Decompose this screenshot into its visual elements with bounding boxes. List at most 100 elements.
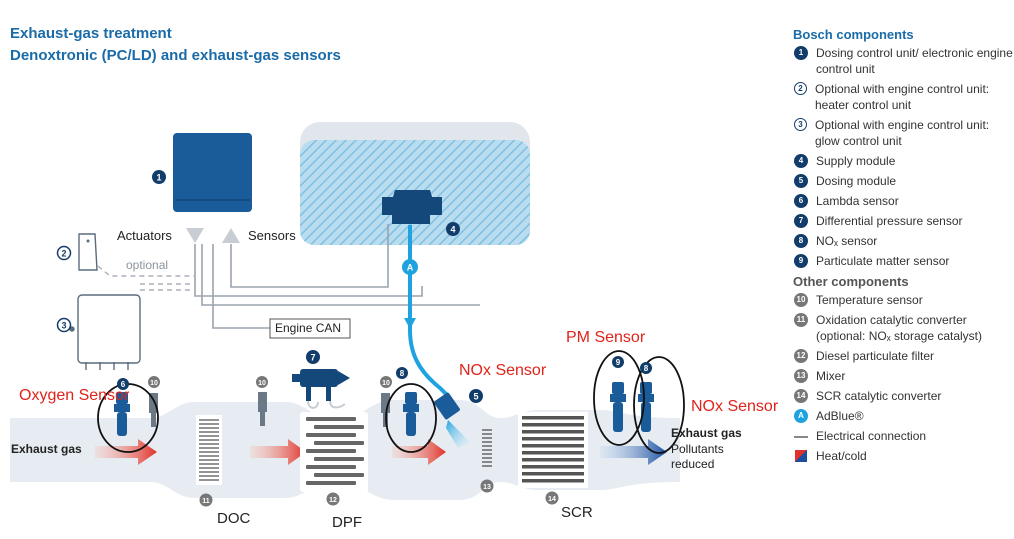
legend-item-label: Lambda sensor xyxy=(816,194,899,208)
nox-sensor-highlight-1 xyxy=(385,383,437,453)
legend-item: 6 Lambda sensor xyxy=(793,193,1013,209)
callout-7: 7 xyxy=(306,350,320,364)
pm-sensor-highlight xyxy=(593,350,645,446)
diagram-title: Exhaust-gas treatment xyxy=(10,25,172,42)
flow-arrow-cold xyxy=(600,439,667,465)
legend-item: 9 Particulate matter sensor xyxy=(793,253,1013,269)
adblue-badge: A xyxy=(794,409,808,423)
sensors-label: Sensors xyxy=(248,228,296,243)
legend-item-label: Optional with engine control unit: heate… xyxy=(815,82,990,112)
legend-item-label: Supply module xyxy=(816,154,896,168)
legend-number-badge: 11 xyxy=(794,313,808,327)
temperature-sensor-1 xyxy=(149,393,158,427)
legend-item-label: NOₓ sensor xyxy=(816,234,878,248)
legend-item: 13 Mixer xyxy=(793,368,1013,384)
legend-item: 4 Supply module xyxy=(793,153,1013,169)
legend-item-heatcold: Heat/cold xyxy=(793,448,1013,464)
callout-8: 8 xyxy=(396,367,408,379)
legend-item: 14 SCR catalytic converter xyxy=(793,388,1013,404)
nox-sensor-highlight-2 xyxy=(633,356,685,454)
legend-number-badge: 1 xyxy=(794,46,808,60)
svg-text:1: 1 xyxy=(156,173,161,183)
dpf-label: DPF xyxy=(332,514,362,531)
diagram-subtitle: Denoxtronic (PC/LD) and exhaust-gas sens… xyxy=(10,47,341,64)
nox-sensor-upstream xyxy=(403,392,419,436)
glow-control-unit xyxy=(69,294,141,370)
legend-number-badge: 6 xyxy=(794,194,808,208)
callout-6: 6 xyxy=(117,378,129,390)
legend-number-badge: 5 xyxy=(794,174,808,188)
flow-arrow-hot-2 xyxy=(250,439,306,465)
legend-item-label: Oxidation catalytic converter (optional:… xyxy=(816,313,983,343)
exhaust-gas-inlet-label: Exhaust gas xyxy=(11,442,82,456)
legend-number-badge: 14 xyxy=(794,389,808,403)
pollutants-reduced-label: Pollutants reduced xyxy=(671,442,724,471)
svg-text:8: 8 xyxy=(644,364,649,373)
lambda-sensor xyxy=(114,392,130,436)
supply-module xyxy=(382,190,442,224)
legend-item-label: Particulate matter sensor xyxy=(816,254,950,268)
legend-number-badge: 13 xyxy=(794,369,808,383)
electrical-wiring xyxy=(194,224,480,329)
callout-11: 11 xyxy=(199,493,213,507)
legend-number-badge: 4 xyxy=(794,154,808,168)
legend-item-label: Mixer xyxy=(816,369,846,383)
scr-label: SCR xyxy=(561,504,593,521)
callout-10a: 10 xyxy=(148,376,160,388)
optional-wiring xyxy=(97,265,195,291)
temperature-sensor-2 xyxy=(258,392,267,426)
legend-item-label: Differential pressure sensor xyxy=(816,214,963,228)
oxygen-sensor-annotation: Oxygen Sensor xyxy=(19,387,130,404)
legend-item: 5 Dosing module xyxy=(793,173,1013,189)
svg-text:A: A xyxy=(407,263,414,273)
doc-label: DOC xyxy=(217,510,251,527)
exhaust-gas-outlet-label: Exhaust gas xyxy=(671,426,742,440)
scr-catalyst xyxy=(518,412,588,488)
callout-10c: 10 xyxy=(380,376,392,388)
callout-14: 14 xyxy=(545,491,559,505)
svg-text:11: 11 xyxy=(202,498,210,505)
svg-text:3: 3 xyxy=(61,321,66,331)
dosing-module xyxy=(434,392,460,420)
legend-item-label: Electrical connection xyxy=(816,429,927,443)
legend-item-label: Dosing control unit/ electronic engine c… xyxy=(816,46,1013,76)
legend-item-label: AdBlue® xyxy=(816,409,864,423)
legend-item-electrical: Electrical connection xyxy=(793,428,1013,444)
legend-number-badge: 10 xyxy=(794,293,808,307)
callout-1: 1 xyxy=(152,170,166,184)
svg-text:12: 12 xyxy=(329,497,337,504)
actuators-triangle xyxy=(186,228,204,243)
callout-10b: 10 xyxy=(256,376,268,388)
legend-item: 1 Dosing control unit/ electronic engine … xyxy=(793,45,1013,77)
legend-item-label: Heat/cold xyxy=(816,449,867,463)
svg-text:7: 7 xyxy=(310,353,315,363)
bosch-components-list: 1 Dosing control unit/ electronic engine … xyxy=(793,45,1013,269)
nox-sensor-annotation-1: NOx Sensor xyxy=(459,362,547,379)
legend-number-badge: 9 xyxy=(794,254,808,268)
legend-item-label: Dosing module xyxy=(816,174,897,188)
doc-catalyst xyxy=(196,415,222,485)
dosing-control-unit xyxy=(173,133,252,212)
callout-3: 3 xyxy=(56,317,72,333)
legend-item-label: SCR catalytic converter xyxy=(816,389,942,403)
svg-text:13: 13 xyxy=(483,484,491,491)
callout-8b: 8 xyxy=(640,362,652,374)
electrical-line-icon xyxy=(794,436,808,438)
legend-number-badge: 3 xyxy=(794,118,807,131)
svg-text:2: 2 xyxy=(61,249,66,259)
engine-can-box xyxy=(269,318,351,339)
adblue-tank xyxy=(300,122,530,245)
pm-sensor-annotation: PM Sensor xyxy=(566,329,646,346)
callout-13: 13 xyxy=(480,479,494,493)
callout-12: 12 xyxy=(326,492,340,506)
other-components-heading: Other components xyxy=(793,274,909,289)
